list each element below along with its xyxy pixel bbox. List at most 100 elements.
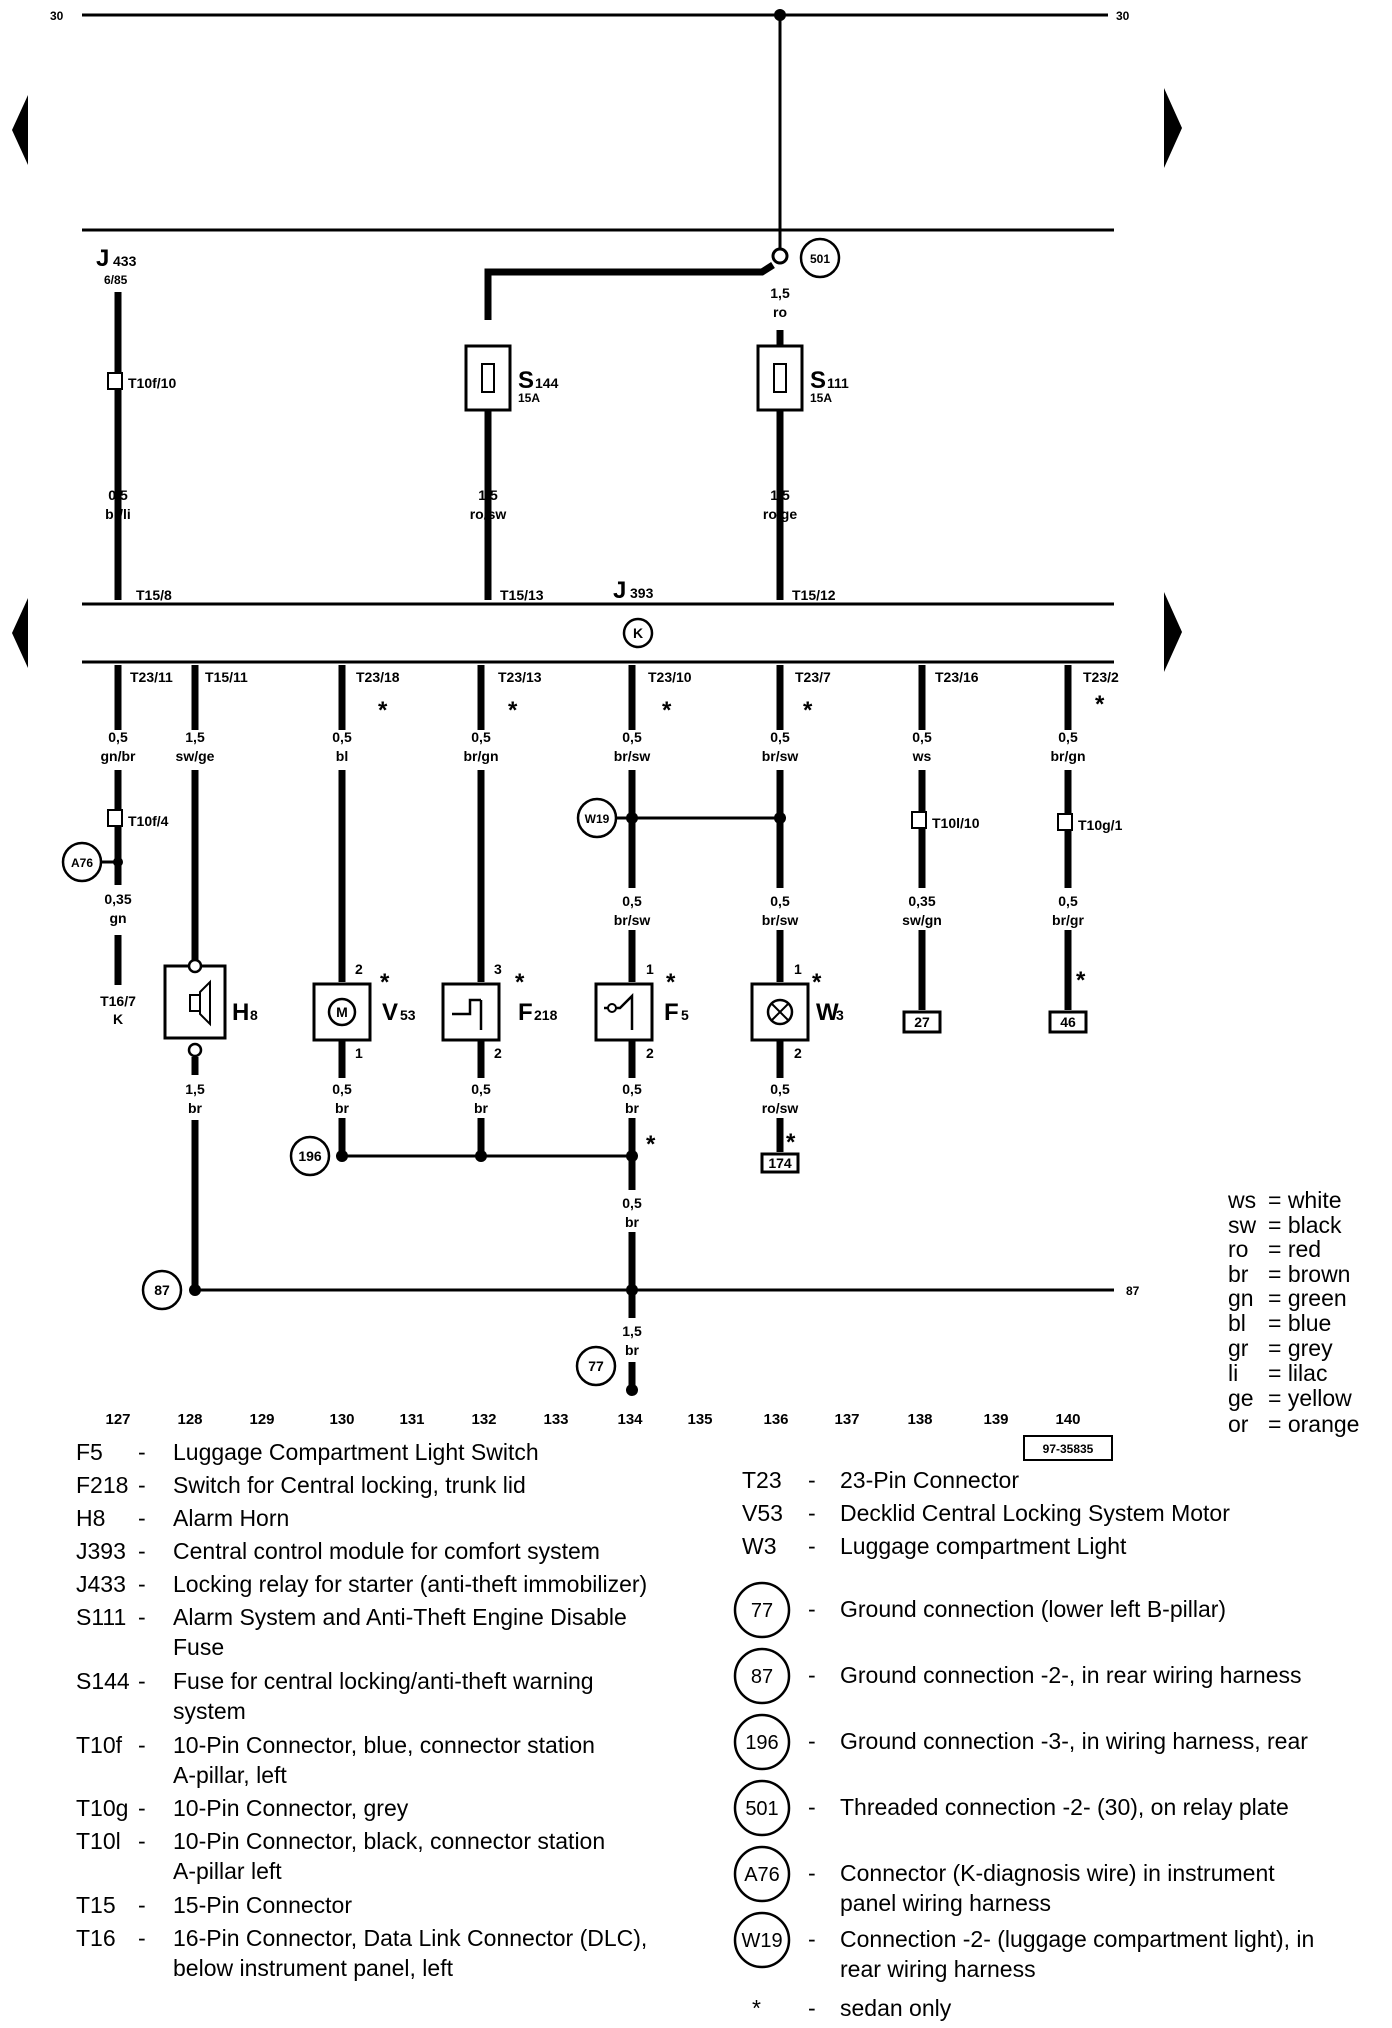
prev-page-arrow-icon[interactable]: [12, 95, 28, 165]
w3-sub: 3: [836, 1007, 844, 1023]
fuse-s144-sub: 144: [535, 375, 559, 391]
column-133: 133: [543, 1411, 568, 1428]
t10f4-label: T10f/4: [128, 813, 169, 829]
wire-gn-color: gn: [109, 910, 126, 926]
color-key-code-0: ws: [1227, 1187, 1256, 1213]
wire-br-1-color: br: [188, 1100, 203, 1116]
t10l10-label: T10l/10: [932, 815, 980, 831]
wire-bl-size: 0,5: [332, 729, 352, 745]
color-key-code-5: bl: [1228, 1310, 1246, 1336]
color-key-name-2: = red: [1268, 1236, 1321, 1262]
column-137: 137: [834, 1411, 859, 1428]
wire-ws-size: 0,5: [912, 729, 932, 745]
legend-code-w3: W3: [742, 1533, 777, 1559]
wire-brgn-2-size: 0,5: [1058, 729, 1078, 745]
connector-501-pin: [771, 247, 789, 265]
f5-pin-bottom: 2: [646, 1045, 654, 1061]
legend-desc-f218: Switch for Central locking, trunk lid: [173, 1472, 526, 1498]
legend-desc-j393: Central control module for comfort syste…: [173, 1538, 600, 1564]
drawing-id-box: [1023, 1435, 1113, 1461]
legend-gnd-77-code: 77: [751, 1600, 773, 1622]
legend-desc-t10f-b: A-pillar, left: [173, 1762, 287, 1788]
next-page-arrow-icon[interactable]: [1164, 88, 1182, 168]
legend-code-t10l: T10l: [76, 1828, 121, 1854]
fuse-s111-element: [773, 363, 787, 393]
legend-conn-w19-desc-a: Connection -2- (luggage compartment ligh…: [840, 1926, 1314, 1952]
asterisk-v53: *: [380, 969, 390, 996]
pin-t15-11: T15/11: [205, 669, 248, 685]
fuse-s144-rating: 15A: [518, 391, 540, 405]
t10g1-connector-icon: [1057, 813, 1073, 831]
legend-dash: -: [138, 1732, 146, 1758]
horn-h8-pin-bottom: [187, 1042, 203, 1058]
f218-pin-bottom: 2: [494, 1045, 502, 1061]
prev-page-arrow-lower-icon[interactable]: [12, 598, 28, 668]
column-131: 131: [399, 1411, 424, 1428]
asterisk-ref-174: *: [786, 1129, 796, 1156]
wire-gn-size: 0,35: [104, 891, 131, 907]
legend-desc-t23: 23-Pin Connector: [840, 1467, 1019, 1493]
legend-dash: -: [138, 1892, 146, 1918]
wire-rosw-color: ro/sw: [470, 506, 507, 522]
ground-196-junction-c: [626, 1150, 638, 1162]
fuse-s111: [756, 344, 804, 412]
legend-code-t10g: T10g: [76, 1795, 128, 1821]
bus-30-label-left: 30: [50, 9, 64, 23]
next-page-arrow-lower-icon[interactable]: [1164, 592, 1182, 672]
legend-dash: -: [808, 1995, 816, 2021]
wire-bl-color: bl: [336, 748, 348, 764]
wire-brsw-1-size: 0,5: [622, 729, 642, 745]
ground-87-junction-a: [189, 1284, 201, 1296]
legend-desc-h8: Alarm Horn: [173, 1505, 289, 1531]
ground-77-junction: [626, 1384, 638, 1396]
v53-sub: 53: [400, 1007, 416, 1023]
pin-t23-11: T23/11: [130, 669, 173, 685]
wire-swgn-size: 0,35: [908, 893, 935, 909]
ground-196-junction-b: [475, 1150, 487, 1162]
v53-pin-top: 2: [355, 961, 363, 977]
asterisk-t10g1: *: [1076, 967, 1086, 994]
fuse-s111-sub: 111: [827, 375, 849, 391]
j433-sub: 433: [113, 253, 137, 269]
legend-conn-501-desc: Threaded connection -2- (30), on relay p…: [840, 1794, 1289, 1820]
legend-code-f5: F5: [76, 1439, 103, 1465]
color-key-code-1: sw: [1228, 1212, 1257, 1238]
fuse-s111-name: S: [810, 367, 826, 394]
legend-dash: -: [138, 1795, 146, 1821]
color-key-code-9: or: [1228, 1411, 1249, 1437]
connector-501-label: 501: [810, 252, 830, 266]
connector-a76-label: A76: [71, 856, 93, 870]
a76-junction: [113, 857, 123, 867]
wire-ro-color: ro: [773, 304, 787, 320]
wire-rosw-size: 1,5: [478, 487, 498, 503]
legend-code-h8: H8: [76, 1505, 105, 1531]
drawing-id-label: 97-35835: [1043, 1442, 1094, 1456]
ref-46-label: 46: [1060, 1014, 1076, 1030]
legend-desc-w3: Luggage compartment Light: [840, 1533, 1127, 1559]
pin-t23-7: T23/7: [795, 669, 831, 685]
motor-m-glyph: M: [336, 1004, 348, 1020]
legend-desc-j433: Locking relay for starter (anti-theft im…: [173, 1571, 647, 1597]
connector-w19-badge: [576, 797, 618, 839]
f218-name: F: [518, 999, 533, 1026]
fuse-s111-rating: 15A: [810, 391, 832, 405]
legend-gnd-87-code: 87: [751, 1666, 773, 1688]
wire-br-6-size: 1,5: [622, 1323, 642, 1339]
legend-code-s111: S111: [76, 1604, 126, 1630]
pin-t23-16: T23/16: [935, 669, 979, 685]
legend-desc-t16-b: below instrument panel, left: [173, 1955, 454, 1981]
ref-174-box: [760, 1152, 800, 1174]
legend-conn-a76-code: A76: [744, 1864, 780, 1886]
j393-name: J: [613, 577, 626, 604]
t10g1-label: T10g/1: [1078, 817, 1123, 833]
ref-174-label: 174: [768, 1155, 792, 1171]
column-135: 135: [687, 1411, 712, 1428]
legend-dash: -: [808, 1728, 816, 1754]
legend-code-t23: T23: [742, 1467, 782, 1493]
wire-brgn-2-color: br/gn: [1051, 748, 1086, 764]
legend-desc-t16-a: 16-Pin Connector, Data Link Connector (D…: [173, 1925, 647, 1951]
t10f10-connector-icon: [107, 372, 123, 390]
color-key-code-8: ge: [1228, 1385, 1254, 1411]
column-130: 130: [329, 1411, 354, 1428]
asterisk-t23-7: *: [803, 697, 813, 724]
